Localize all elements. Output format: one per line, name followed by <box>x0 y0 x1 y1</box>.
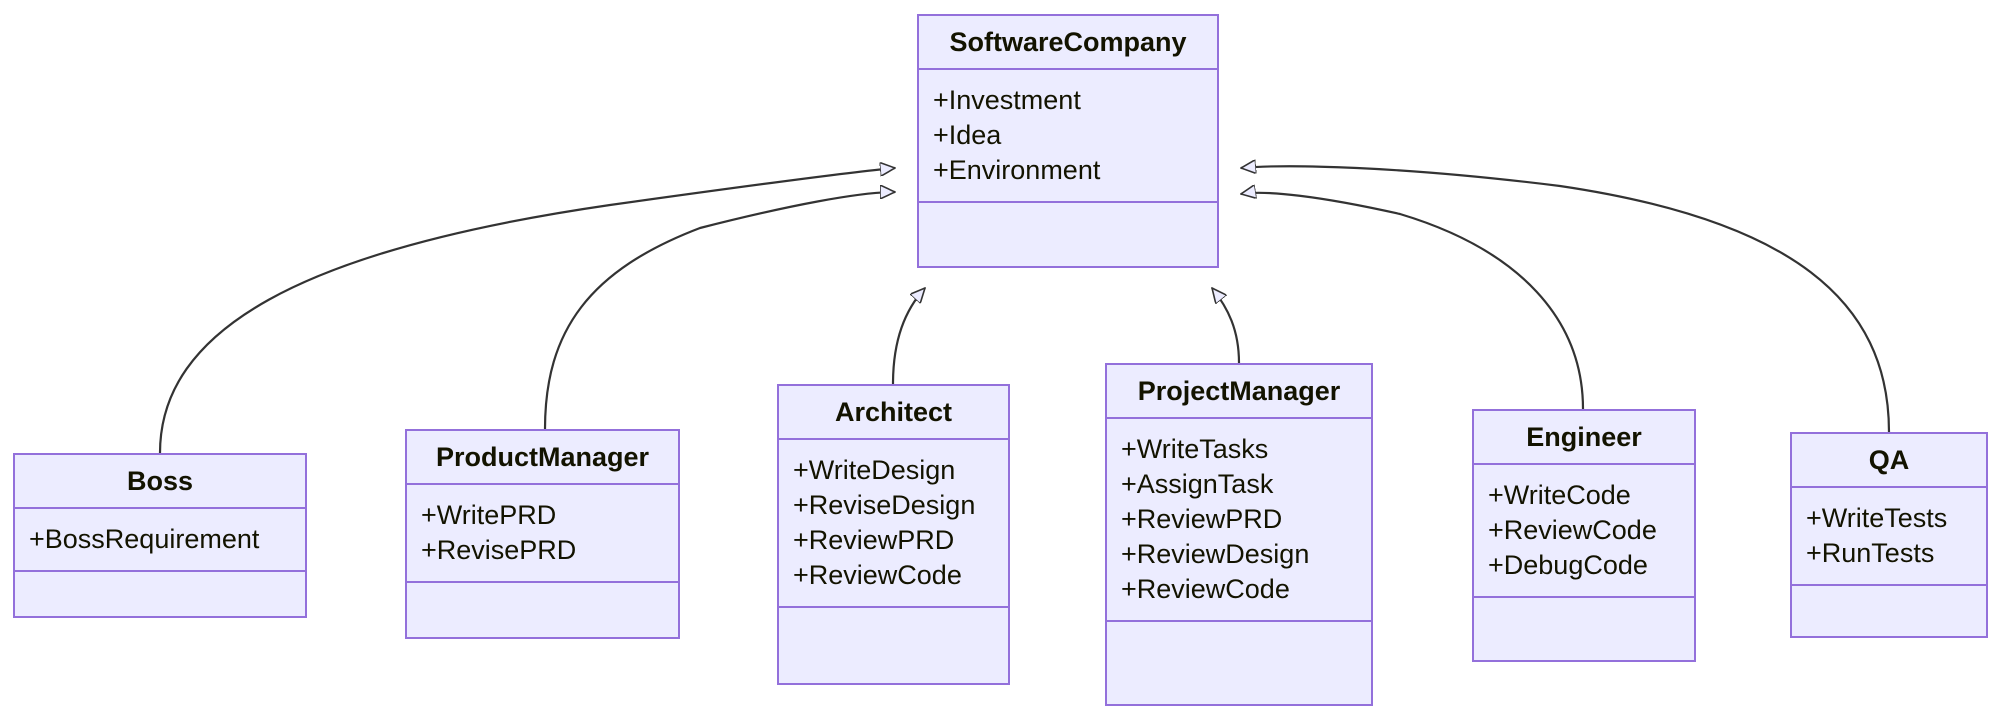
class-attribute: +Investment <box>933 85 1081 115</box>
class-attributes-architect: +WriteDesign +ReviseDesign +ReviewPRD +R… <box>779 440 1008 606</box>
class-methods-project-manager <box>1107 622 1371 642</box>
class-node-architect[interactable]: Architect +WriteDesign +ReviseDesign +Re… <box>777 384 1010 685</box>
class-methods-product-manager <box>407 583 678 603</box>
class-title-qa: QA <box>1868 445 1910 475</box>
class-attribute: +WriteCode <box>1488 480 1631 510</box>
edge-architect-to-company <box>891 288 925 385</box>
class-divider <box>15 570 305 573</box>
class-attributes-engineer: +WriteCode +ReviewCode +DebugCode <box>1474 465 1694 596</box>
class-divider <box>1107 620 1371 623</box>
class-node-software-company[interactable]: SoftwareCompany +Investment +Idea +Envir… <box>917 14 1219 268</box>
class-title-software-company: SoftwareCompany <box>949 27 1187 57</box>
class-divider <box>779 438 1008 440</box>
class-node-product-manager[interactable]: ProductManager +WritePRD +RevisePRD <box>405 429 680 639</box>
class-divider <box>919 68 1217 70</box>
class-methods-architect <box>779 608 1008 628</box>
class-attribute: +ReviewCode <box>1488 515 1657 546</box>
class-attributes-software-company: +Investment +Idea +Environment <box>919 70 1217 201</box>
class-attribute: +WritePRD <box>421 500 557 530</box>
class-attribute: +RunTests <box>1806 538 1935 569</box>
class-attribute: +ReviewCode <box>793 560 962 591</box>
class-attribute: +WriteDesign <box>793 455 956 485</box>
edge-project-manager-to-company <box>1212 288 1241 364</box>
class-methods-engineer <box>1474 598 1694 618</box>
class-divider <box>1792 584 1986 587</box>
class-node-qa[interactable]: QA +WriteTests +RunTests <box>1790 432 1988 638</box>
class-attribute: +ReviseDesign <box>793 490 976 521</box>
class-divider <box>1792 486 1986 488</box>
class-divider <box>15 507 305 509</box>
class-divider <box>919 201 1217 204</box>
class-attribute: +ReviewCode <box>1121 574 1290 605</box>
class-node-project-manager[interactable]: ProjectManager +WriteTasks +AssignTask +… <box>1105 363 1373 706</box>
class-divider <box>779 606 1008 609</box>
class-divider <box>407 581 678 584</box>
class-attribute: +DebugCode <box>1488 550 1648 581</box>
class-attribute: +WriteTests <box>1806 503 1948 533</box>
class-methods-qa <box>1792 586 1986 606</box>
class-attribute: +AssignTask <box>1121 469 1274 500</box>
class-node-engineer[interactable]: Engineer +WriteCode +ReviewCode +DebugCo… <box>1472 409 1696 662</box>
class-methods-software-company <box>919 203 1217 223</box>
class-divider <box>1474 463 1694 465</box>
class-attribute: +ReviewPRD <box>793 525 955 556</box>
class-attributes-product-manager: +WritePRD +RevisePRD <box>407 485 678 581</box>
class-attribute: +RevisePRD <box>421 535 577 566</box>
class-attributes-boss: +BossRequirement <box>15 509 305 570</box>
class-divider <box>1107 417 1371 419</box>
class-attribute: +Idea <box>933 120 1002 151</box>
class-attributes-qa: +WriteTests +RunTests <box>1792 488 1986 584</box>
class-attribute: +ReviewDesign <box>1121 539 1310 570</box>
class-title-engineer: Engineer <box>1526 422 1642 452</box>
class-attributes-project-manager: +WriteTasks +AssignTask +ReviewPRD +Revi… <box>1107 419 1371 620</box>
class-title-project-manager: ProjectManager <box>1137 376 1341 406</box>
class-attribute: +ReviewPRD <box>1121 504 1283 535</box>
class-methods-boss <box>15 572 305 592</box>
class-attribute: +Environment <box>933 155 1101 186</box>
class-divider <box>1474 596 1694 599</box>
class-title-boss: Boss <box>126 466 194 496</box>
class-divider <box>407 483 678 485</box>
class-title-product-manager: ProductManager <box>435 442 650 472</box>
class-title-architect: Architect <box>834 397 953 427</box>
class-attribute: +WriteTasks <box>1121 434 1269 464</box>
class-node-boss[interactable]: Boss +BossRequirement <box>13 453 307 618</box>
class-attribute: +BossRequirement <box>29 524 260 554</box>
